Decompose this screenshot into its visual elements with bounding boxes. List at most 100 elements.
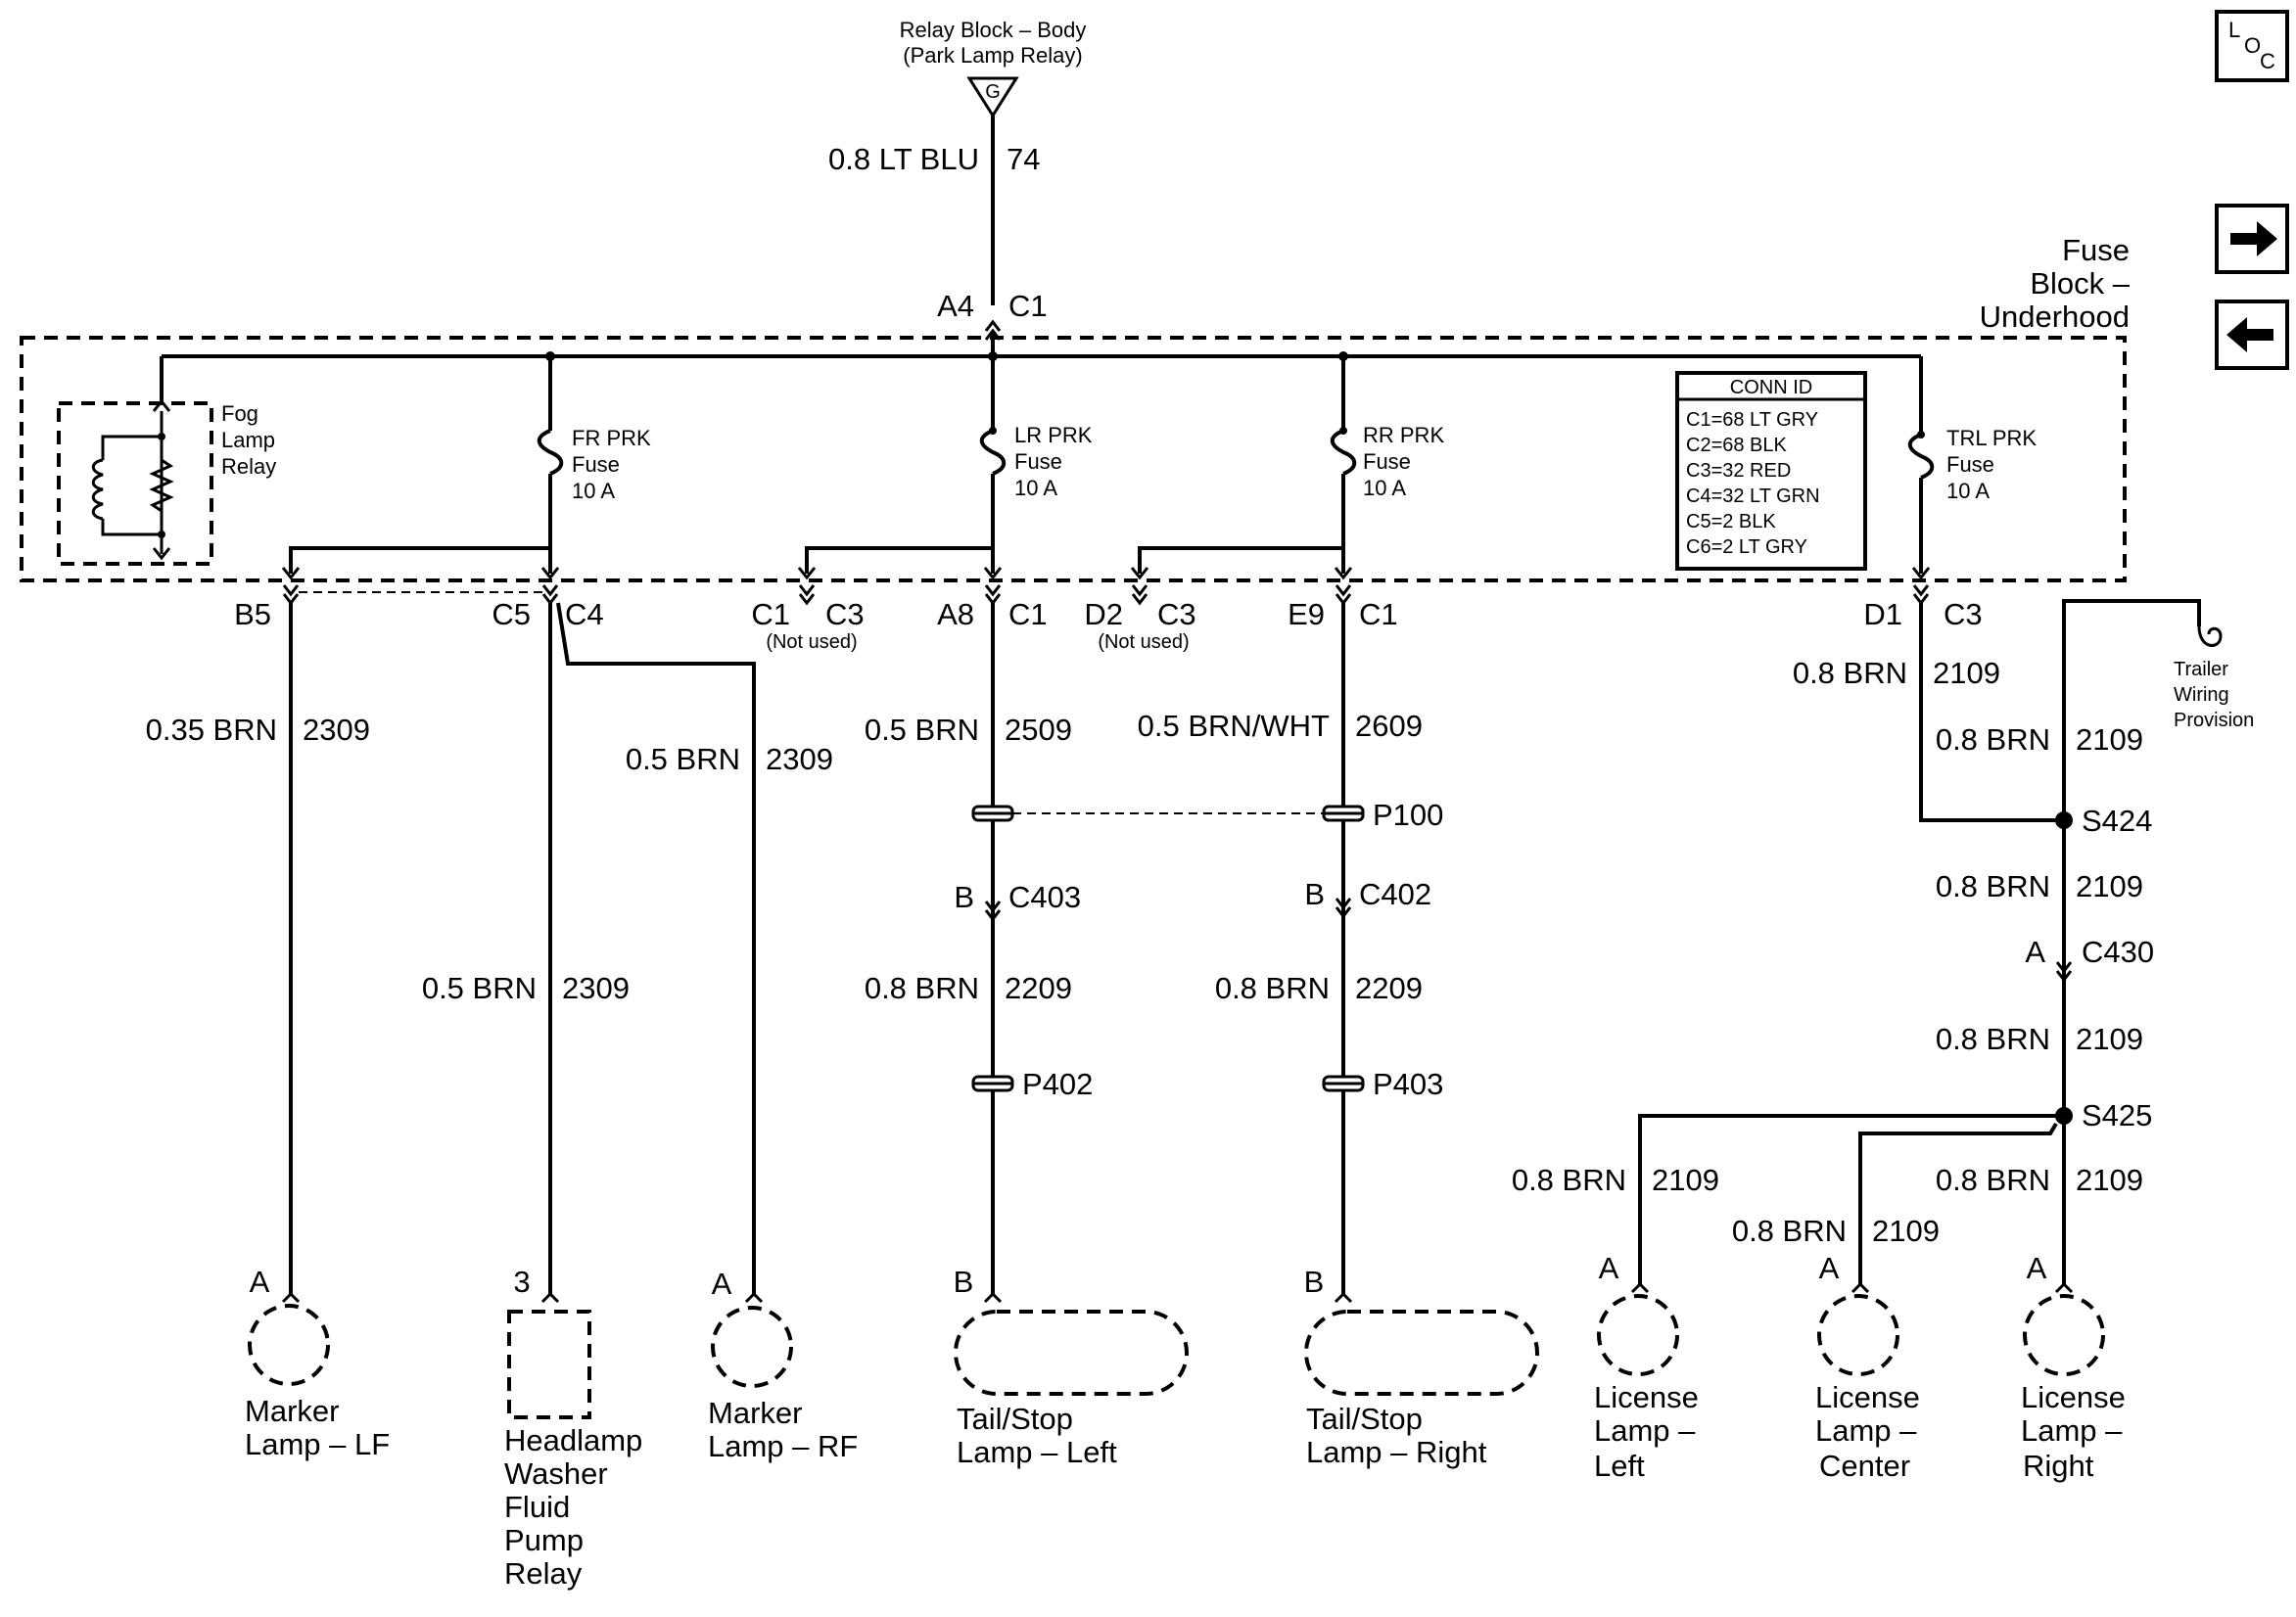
fuse-trl-prk-icon [1907,433,1935,480]
coil-wire [101,435,162,536]
conn-id-table: CONN ID C1=68 LT GRY C2=68 BLK C3=32 RED… [1675,371,1867,571]
wire-lic-right-circuit: 2109 [2076,1163,2143,1197]
locator-button[interactable]: L O C [2215,10,2289,82]
c403-name: C403 [1008,880,1081,914]
lic-left-label-1: License [1594,1380,1699,1414]
pin-e9: E9 [1288,597,1325,631]
arrow-left-icon [2226,317,2273,352]
pin-terminal-icon [1851,1281,1870,1294]
tail-left-label-2: Lamp – Left [957,1435,1117,1469]
fuse-rr-dot [1339,427,1347,435]
connector-d1-icon [1912,583,1930,605]
marker-rf-pin: A [712,1267,732,1301]
splice-s425: S425 [2082,1098,2152,1132]
trailer-label-3: Provision [2174,710,2254,731]
pin-d2-unused: D2 [1084,597,1123,631]
connector-d2-unused-icon [1131,583,1148,605]
fuse-rr-prk-rating: 10 A [1363,476,1406,500]
wire-rf-marker-size: 0.5 BRN [626,742,740,776]
washer-label-4: Pump [504,1523,584,1557]
relay-terminal-icon [152,547,171,561]
ground-triangle-icon [966,76,1019,118]
fuse-fr-prk-rating: 10 A [572,479,615,503]
tail-right-pin: B [1304,1265,1325,1299]
relay-block-title: Relay Block – Body [900,18,1087,42]
wire-lr-upper-size: 0.5 BRN [865,713,979,747]
washer-label-3: Fluid [504,1490,570,1524]
locator-letter-o: O [2244,33,2261,58]
washer-label-5: Relay [504,1556,583,1591]
wire-rr-lower-circuit: 2209 [1355,971,1423,1005]
relay-block-body: Relay Block – Body (Park Lamp Relay) G [900,18,1087,118]
arrow-down-icon [1130,567,1149,580]
lic-left-label-3: Left [1594,1449,1645,1483]
fuse-lr-prk-icon [979,429,1007,476]
c402-pin: B [1304,877,1325,911]
wire-trl-2-size: 0.8 BRN [1936,722,2050,757]
marker-lamp-rf-icon [711,1306,793,1388]
connector-b5-icon [282,583,300,605]
lic-left-label-2: Lamp – [1594,1413,1696,1448]
lic-right-label-1: License [2021,1380,2126,1414]
tail-left-label-1: Tail/Stop [957,1402,1073,1436]
tail-stop-lamp-left-icon [954,1310,1189,1396]
fuse-rr-prk-icon [1330,429,1357,476]
wire-washer-circuit: 2309 [562,971,630,1005]
conn-id-row: C6=2 LT GRY [1686,536,1807,558]
c430-pin: A [2025,935,2045,969]
headlamp-washer-relay-icon [507,1310,591,1419]
pin-terminal-icon [540,1291,560,1304]
lic-right-label-2: Lamp – [2021,1413,2123,1448]
wire-lr-lower-size: 0.8 BRN [865,971,979,1005]
wire-rr-upper-circuit: 2609 [1355,709,1423,743]
not-used-note: (Not used) [1098,631,1189,653]
tail-right-label-2: Lamp – Right [1306,1435,1487,1469]
pin-d1-conn: C3 [1944,597,1983,631]
wire-trl-3-size: 0.8 BRN [1936,869,2050,903]
locator-letter-c: C [2260,49,2275,73]
license-lamp-left-icon [1597,1294,1679,1376]
license-lamp-right-icon [2023,1294,2105,1376]
locator-border [2215,10,2289,82]
c402-name: C402 [1359,877,1431,911]
fuse-trl-dot [1917,431,1925,439]
trailer-label-1: Trailer [2174,659,2228,680]
lic-center-label-1: License [1815,1380,1920,1414]
wire-washer-size: 0.5 BRN [422,971,537,1005]
pin-c5: C5 [492,597,531,631]
fr-prk-to-b5 [289,546,550,574]
pin-e9-conn: C1 [1359,597,1398,631]
fog-relay-label-1: Fog [221,401,258,426]
wire-trl-2-circuit: 2109 [2076,722,2143,757]
lic-center-pin: A [1819,1251,1840,1285]
next-page-button[interactable] [2215,204,2289,274]
fog-relay-label-3: Relay [221,454,276,479]
fuse-trl-prk-name: TRL PRK [1946,426,2037,450]
pin-a4-conn: C1 [1008,289,1048,323]
wire-trl-4-size: 0.8 BRN [1936,1022,2050,1056]
fuse-block-title-2: Block – [2030,266,2130,300]
washer-label-2: Washer [504,1456,608,1491]
arrow-down-icon [983,567,1003,580]
wire-trl-4-circuit: 2109 [2076,1022,2143,1056]
pin-terminal-icon [744,1291,764,1304]
conn-id-row: C1=68 LT GRY [1686,409,1818,431]
marker-lamp-lf-icon [248,1304,330,1386]
previous-page-button[interactable] [2215,300,2289,370]
wire-lr-upper-circuit: 2509 [1005,713,1072,747]
pin-terminal-icon [2054,1281,2074,1294]
fuse-rr-prk-type: Fuse [1363,449,1411,474]
pin-terminal-icon [281,1291,301,1304]
pin-terminal-icon [983,1291,1003,1304]
pin-terminal-icon [1334,1291,1353,1304]
wire-lf-marker-size: 0.35 BRN [146,713,277,747]
marker-lf-label-2: Lamp – LF [245,1427,390,1461]
fuse-rr-prk-name: RR PRK [1363,423,1444,447]
wire-74-size: 0.8 LT BLU [828,142,979,176]
passthrough-p402: P402 [1022,1067,1093,1101]
washer-pin: 3 [513,1265,530,1299]
c430-name: C430 [2082,935,2154,969]
fuse-lr-dot [989,427,997,435]
wire-rf-marker-circuit: 2309 [766,742,833,776]
pin-a4: A4 [937,289,974,323]
